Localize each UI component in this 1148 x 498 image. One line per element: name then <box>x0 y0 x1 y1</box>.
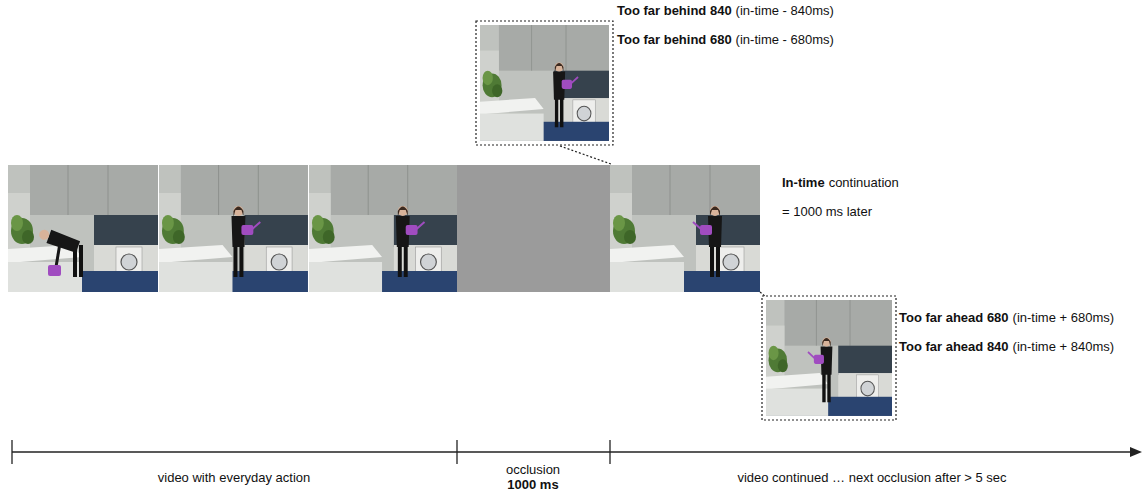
occlusion-screen <box>457 165 610 292</box>
condition-name: continuation <box>829 175 899 191</box>
condition-note: = 1000 ms later <box>782 204 872 220</box>
condition-name: Too far behind 840 <box>617 3 732 19</box>
behind-frame <box>480 25 609 141</box>
timeline-label: video continued … next occlusion after >… <box>737 470 1006 486</box>
timeline-label: occlusion <box>506 462 560 478</box>
dotted-leader <box>560 146 611 164</box>
condition-name: In-time <box>782 175 825 191</box>
condition-name: Too far ahead 840 <box>899 339 1009 355</box>
condition-name: Too far behind 680 <box>617 32 732 48</box>
video-frame <box>8 165 158 292</box>
dotted-frame <box>476 21 613 145</box>
in-time-frame <box>610 165 760 292</box>
timeline-tick <box>11 440 12 464</box>
condition-name: Too far ahead 680 <box>899 310 1009 326</box>
condition-offset: (in-time + 840ms) <box>1013 339 1115 355</box>
ahead-frame <box>766 300 892 416</box>
condition-offset: (in-time + 680ms) <box>1013 310 1115 326</box>
video-frame <box>309 165 457 292</box>
dotted-frame <box>762 296 896 420</box>
timeline <box>12 451 1132 452</box>
condition-offset: (in-time - 680ms) <box>736 32 834 48</box>
video-frame <box>159 165 308 292</box>
timeline-duration: 1000 ms <box>507 477 558 493</box>
condition-offset: (in-time - 840ms) <box>736 3 834 19</box>
timeline-tick <box>609 440 610 464</box>
timeline-arrowhead <box>1130 447 1142 457</box>
dotted-leader <box>760 292 766 297</box>
timeline-label: video with everyday action <box>158 470 310 486</box>
timeline-tick <box>456 440 457 464</box>
